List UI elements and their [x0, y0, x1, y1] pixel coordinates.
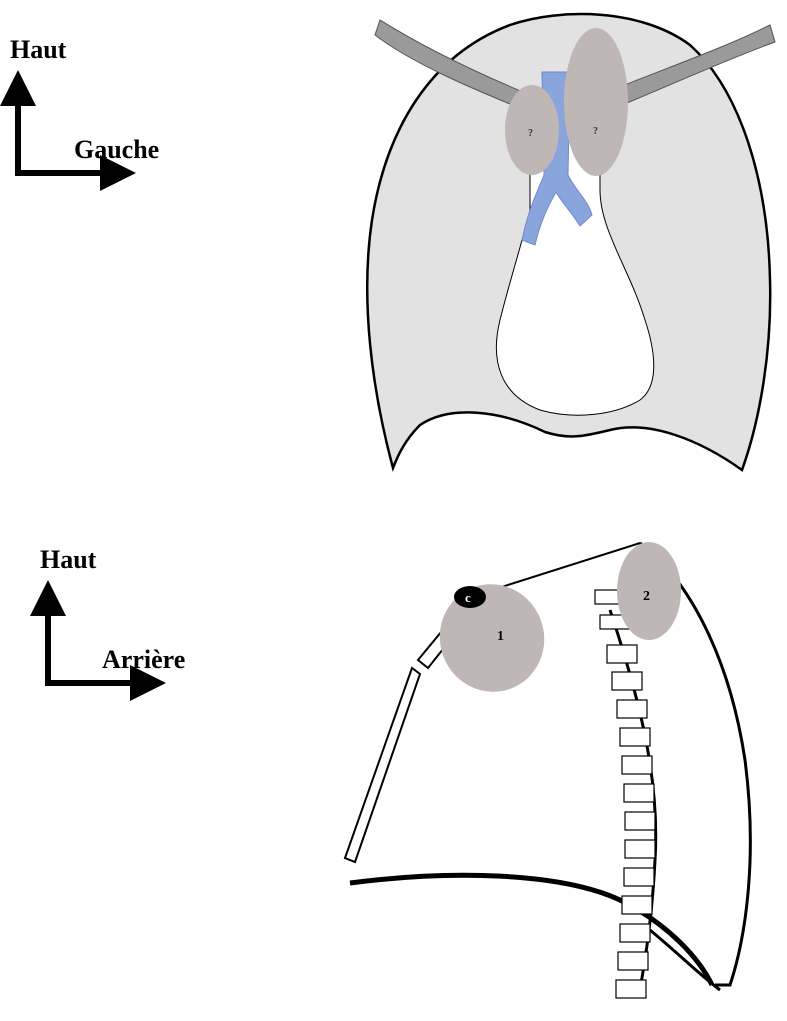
frontal-mass-right-label: ? [528, 128, 533, 139]
vertebrae [595, 590, 655, 998]
diaphragm [350, 875, 712, 985]
frontal-chest-view: ? ? [367, 14, 775, 470]
frontal-axis-arrows [15, 88, 118, 176]
lateral-axis-arrows [45, 598, 148, 686]
frontal-mass-left-label: ? [593, 126, 598, 137]
lateral-chest-view: 1 2 c [345, 542, 750, 998]
frontal-mass-left-side [564, 28, 628, 176]
diaphragm-posterior [650, 930, 720, 990]
sternum-body [345, 668, 420, 862]
lateral-mass-1-label: 1 [497, 629, 504, 644]
lateral-mass-2-label: 2 [643, 589, 650, 604]
clavicle-marker-label: c [465, 590, 471, 605]
lateral-mass-1 [425, 569, 560, 706]
